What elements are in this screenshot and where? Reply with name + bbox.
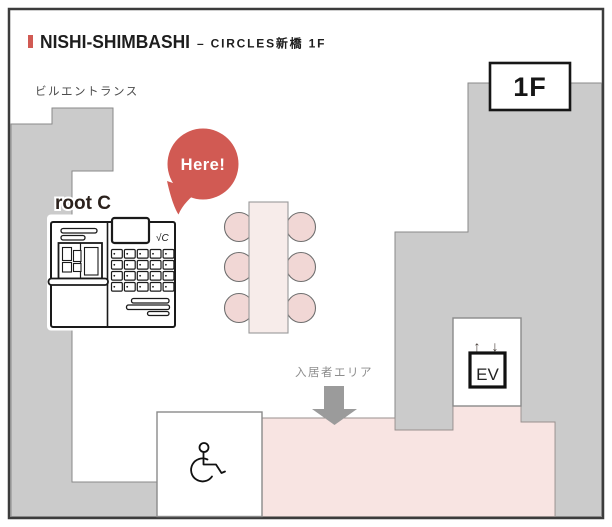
machine-name-label: root C bbox=[55, 193, 111, 214]
header: NISHI-SHIMBASHI – CIRCLES新橋 1F bbox=[28, 31, 326, 52]
floor-badge-label: 1F bbox=[513, 72, 547, 102]
elevator-up-icon: ↑ bbox=[474, 338, 481, 354]
title-accent-bar bbox=[28, 35, 33, 48]
down-arrow-icon bbox=[312, 386, 357, 425]
table bbox=[248, 201, 289, 334]
chair bbox=[285, 292, 317, 324]
floor-badge-box bbox=[488, 61, 572, 112]
here-bubble-label: Here! bbox=[181, 156, 226, 174]
resident-area-label: 入居者エリア bbox=[295, 366, 373, 379]
here-bubble-circle bbox=[167, 128, 239, 200]
page-title: NISHI-SHIMBASHI bbox=[40, 31, 190, 52]
elevator-sign-box bbox=[468, 351, 507, 389]
accessible-room bbox=[156, 411, 263, 518]
here-bubble: Here! bbox=[167, 128, 239, 215]
building-entrance-label: ビルエントランス bbox=[35, 85, 139, 98]
wheelchair-icon bbox=[190, 442, 226, 483]
floor-badge: 1F bbox=[488, 61, 572, 112]
chair bbox=[285, 211, 317, 243]
root-c-machine-icon: √C bbox=[47, 214, 178, 331]
elevator-room: ↑ ↓ EV bbox=[452, 317, 522, 407]
elevator-label: EV bbox=[476, 365, 499, 384]
machine-logo: √C bbox=[156, 232, 169, 244]
machine-buttons bbox=[110, 248, 175, 292]
chair bbox=[285, 251, 317, 283]
elevator-down-icon: ↓ bbox=[492, 338, 499, 354]
left-wall bbox=[10, 107, 158, 517]
table-and-chairs bbox=[223, 201, 317, 334]
page-subtitle: – CIRCLES新橋 1F bbox=[197, 36, 326, 51]
